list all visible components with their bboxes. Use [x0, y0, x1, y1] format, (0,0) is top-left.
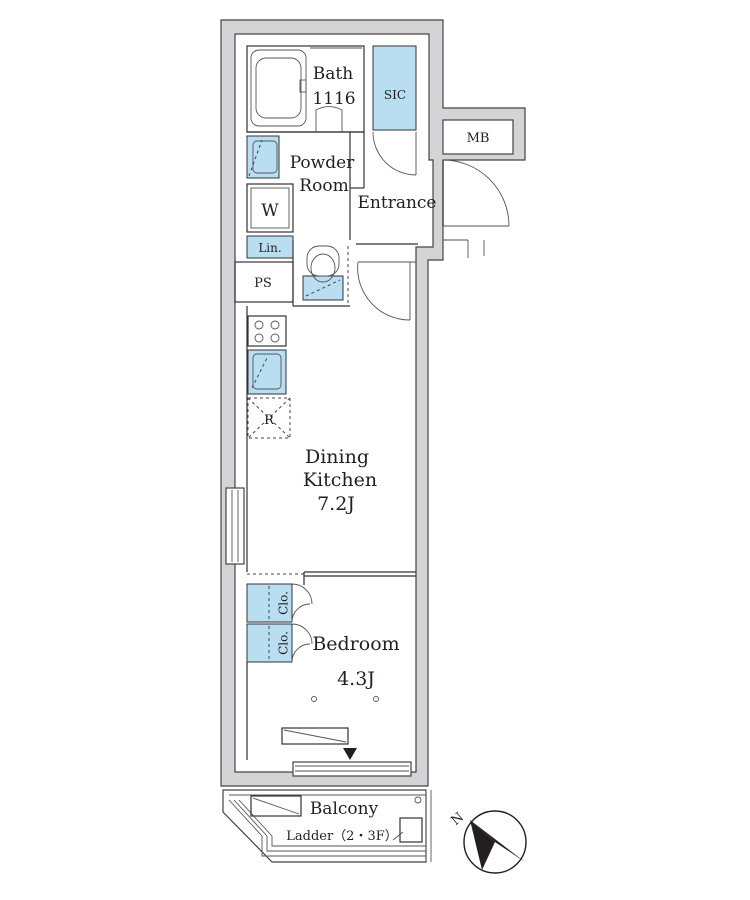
- bedroom-partition: [247, 571, 416, 585]
- dining-kitchen: Dining Kitchen 7.2J: [303, 446, 377, 515]
- closet-bottom: Clo.: [246, 623, 313, 663]
- linen-shelf: Lin.: [246, 235, 294, 259]
- ps-label: PS: [254, 276, 272, 291]
- washer-label: W: [261, 201, 279, 221]
- sic-label: SIC: [384, 88, 406, 102]
- closet-top-label: Clo.: [277, 591, 291, 615]
- entrance-label: Entrance: [358, 193, 437, 213]
- linen-label: Lin.: [258, 241, 281, 255]
- meter-box: MB: [442, 119, 514, 155]
- ladder: Ladder（2・3F）: [286, 817, 423, 844]
- washer: W: [246, 183, 294, 233]
- bath-room: Bath 1116: [246, 45, 365, 133]
- hatch-marker-icon: [343, 748, 357, 760]
- toilet: [292, 240, 350, 307]
- bath-size-label: 1116: [312, 89, 355, 109]
- refrigerator-label: R: [264, 413, 275, 428]
- bedroom: Bedroom 4.3J: [246, 633, 400, 760]
- kitchen-label: Kitchen: [303, 469, 377, 491]
- kitchen-counter: [246, 306, 287, 572]
- sic-closet: SIC: [372, 45, 417, 176]
- bath-label: Bath: [313, 64, 353, 84]
- dining-label: Dining: [305, 446, 369, 468]
- balcony: Balcony: [222, 789, 432, 863]
- powder-room-label-2: Room: [299, 176, 348, 196]
- refrigerator: R: [247, 397, 291, 439]
- closet-bottom-label: Clo.: [277, 631, 291, 655]
- mb-label: MB: [467, 131, 490, 146]
- compass-north-label: N: [449, 810, 467, 829]
- compass: N: [449, 810, 527, 874]
- bedroom-label: Bedroom: [312, 633, 399, 655]
- powder-room: Powder Room: [246, 131, 364, 304]
- powder-room-label-1: Powder: [290, 153, 355, 173]
- bedroom-window: [292, 761, 412, 777]
- compass-needle-icon: [470, 820, 525, 862]
- entrance-door: [442, 159, 510, 258]
- entrance-area: Entrance: [350, 132, 437, 321]
- ladder-label: Ladder（2・3F）: [286, 829, 398, 844]
- dining-kitchen-size-label: 7.2J: [317, 493, 355, 515]
- balcony-label: Balcony: [310, 799, 379, 819]
- bedroom-size-label: 4.3J: [337, 668, 375, 690]
- side-window: [225, 487, 245, 565]
- closet-top: Clo.: [246, 583, 313, 623]
